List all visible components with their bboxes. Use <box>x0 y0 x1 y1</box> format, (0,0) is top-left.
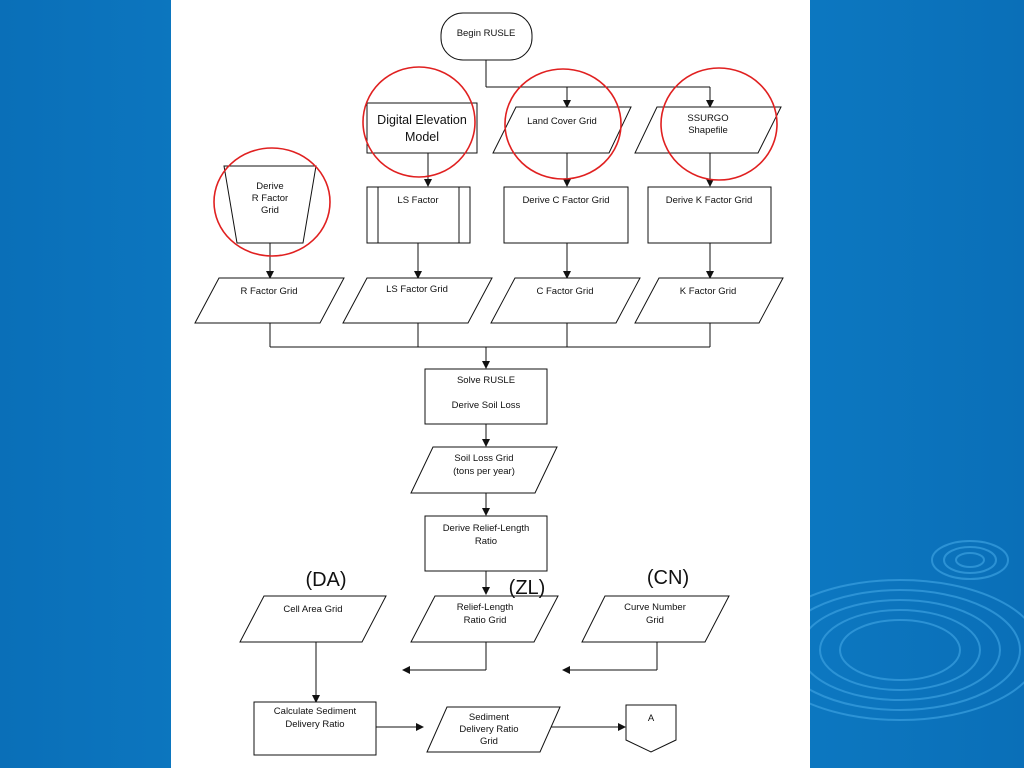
relief-line1: Derive Relief-Length <box>443 523 530 534</box>
derive-k-factor-process: Derive K Factor Grid <box>647 186 772 244</box>
derive-c-label: Derive C Factor Grid <box>522 195 609 206</box>
ssurgo-label-line2: Shapefile <box>688 125 728 136</box>
relief-length-grid-data: Relief-Length Ratio Grid <box>410 595 559 643</box>
annotation-cn: (CN) <box>647 567 689 589</box>
soil-loss-line2: (tons per year) <box>453 466 515 477</box>
highlight-circle-ssurgo <box>660 67 778 181</box>
calc-sdr-line2: Delivery Ratio <box>285 719 344 730</box>
land-cover-grid-data: Land Cover Grid <box>492 106 632 154</box>
derive-k-label: Derive K Factor Grid <box>666 195 753 206</box>
ssurgo-shapefile-data: SSURGO Shapefile <box>634 106 782 154</box>
dem-box: Digital Elevation Model <box>366 102 478 154</box>
land-cover-label: Land Cover Grid <box>527 116 597 127</box>
curve-number-grid-data: Curve Number Grid <box>581 595 730 643</box>
relief-grid-line1: Relief-Length <box>457 602 514 613</box>
off-page-connector-a: A <box>625 704 677 753</box>
r-factor-grid-data: R Factor Grid <box>194 277 345 324</box>
ls-grid-label: LS Factor Grid <box>386 284 448 295</box>
annotation-da: (DA) <box>305 569 346 591</box>
begin-rusle-terminator: Begin RUSLE <box>440 12 533 61</box>
dem-label-line2: Model <box>405 130 439 144</box>
dem-label-line1: Digital Elevation <box>377 113 467 127</box>
sdr-grid-line3: Grid <box>480 736 498 747</box>
relief-grid-line2: Ratio Grid <box>464 615 507 626</box>
r-grid-label: R Factor Grid <box>240 286 297 297</box>
derive-relief-length-process: Derive Relief-Length Ratio <box>424 515 548 572</box>
solve-rusle-process: Solve RUSLE Derive Soil Loss <box>424 368 548 425</box>
c-grid-label: C Factor Grid <box>536 286 593 297</box>
highlight-circle-r-factor <box>213 147 331 257</box>
derive-c-factor-process: Derive C Factor Grid <box>503 186 629 244</box>
begin-rusle-label: Begin RUSLE <box>457 28 516 39</box>
solve-rusle-line1: Solve RUSLE <box>457 375 515 386</box>
cn-grid-line1: Curve Number <box>624 602 686 613</box>
derive-r-factor-operation: Derive R Factor Grid <box>223 165 317 244</box>
derive-r-line2: R Factor <box>252 193 288 204</box>
sdr-grid-line2: Delivery Ratio <box>459 724 518 735</box>
connector-lines <box>266 60 714 731</box>
ls-factor-grid-data: LS Factor Grid <box>342 277 493 324</box>
k-factor-grid-data: K Factor Grid <box>634 277 784 324</box>
ssurgo-label-line1: SSURGO <box>687 113 728 124</box>
sdr-grid-line1: Sediment <box>469 712 509 723</box>
soil-loss-line1: Soil Loss Grid <box>454 453 513 464</box>
ls-factor-process: LS Factor <box>366 186 471 244</box>
ls-factor-label: LS Factor <box>397 195 438 206</box>
c-factor-grid-data: C Factor Grid <box>490 277 641 324</box>
k-grid-label: K Factor Grid <box>680 286 737 297</box>
highlight-circle-dem <box>362 66 476 178</box>
annotation-zl: (ZL) <box>509 577 546 599</box>
derive-r-line3: Grid <box>261 205 279 216</box>
highlight-circle-land-cover <box>504 68 622 180</box>
sdr-grid-data: Sediment Delivery Ratio Grid <box>426 706 561 753</box>
relief-line2: Ratio <box>475 536 497 547</box>
soil-loss-grid-data: Soil Loss Grid (tons per year) <box>410 446 558 494</box>
cell-area-label: Cell Area Grid <box>283 604 342 615</box>
calc-sdr-process: Calculate Sediment Delivery Ratio <box>253 701 377 756</box>
calc-sdr-line1: Calculate Sediment <box>274 706 357 717</box>
derive-r-line1: Derive <box>256 181 283 192</box>
highlight-circles <box>213 66 778 257</box>
connector-a-label: A <box>648 713 655 724</box>
cn-grid-line2: Grid <box>646 615 664 626</box>
cell-area-grid-data: Cell Area Grid <box>239 595 387 643</box>
solve-rusle-line2: Derive Soil Loss <box>452 400 521 411</box>
